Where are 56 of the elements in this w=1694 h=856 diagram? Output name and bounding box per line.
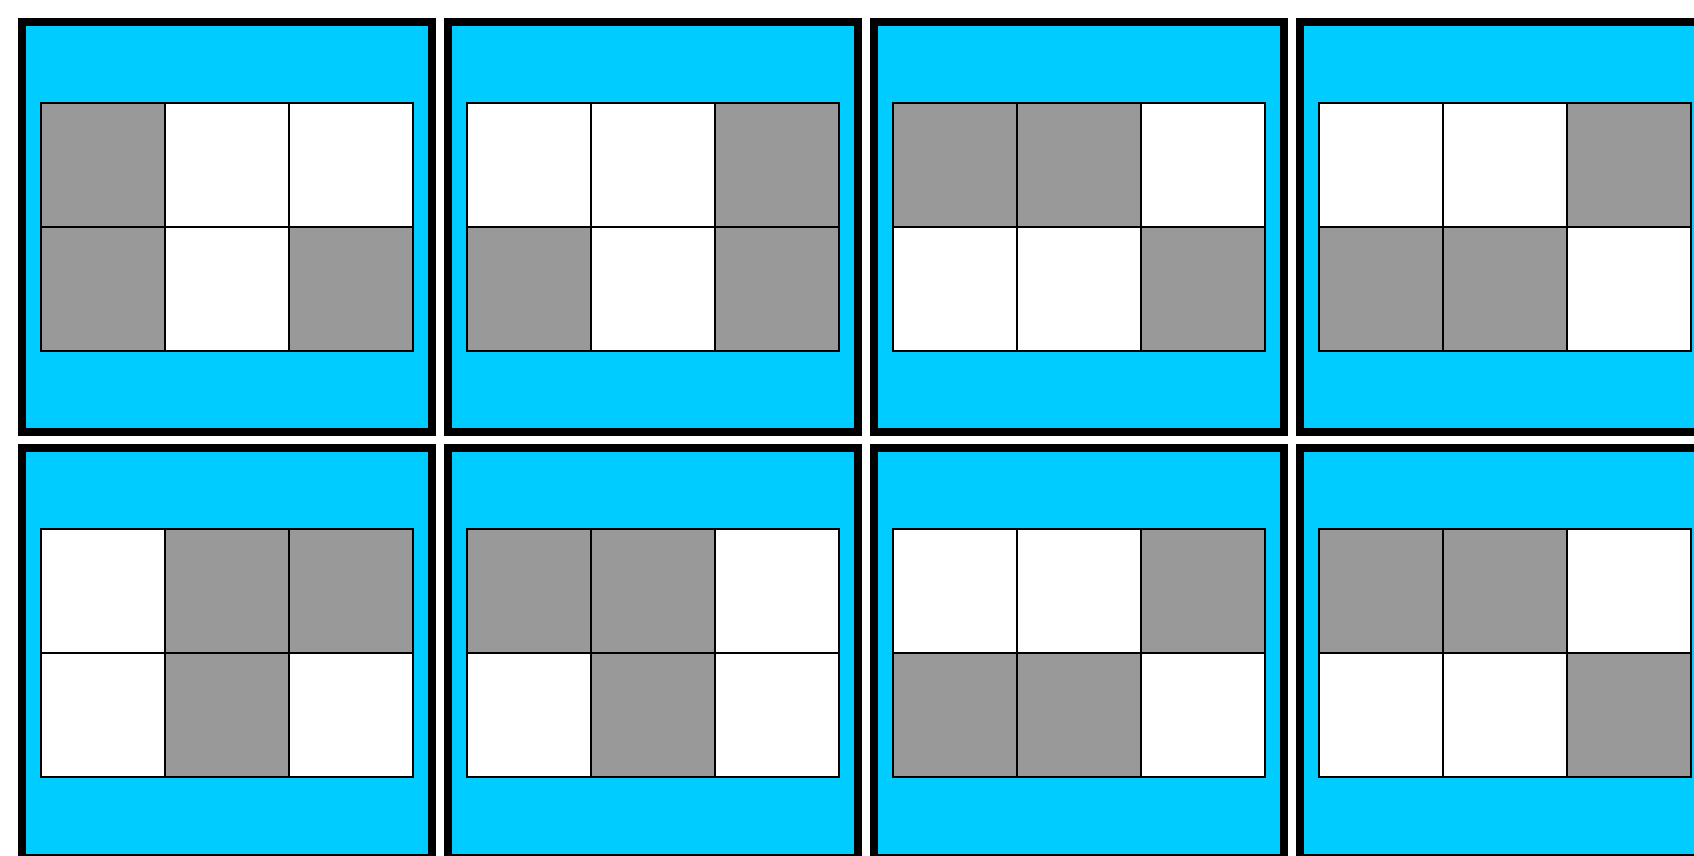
grid-square xyxy=(590,652,716,778)
grid-square xyxy=(590,528,716,654)
grid-square xyxy=(714,652,840,778)
grid-square xyxy=(1318,528,1444,654)
tile-card xyxy=(870,18,1288,436)
grid-square xyxy=(40,652,166,778)
tile-card xyxy=(18,18,436,436)
grid-square xyxy=(1016,652,1142,778)
grid-square xyxy=(1016,226,1142,352)
grid-square xyxy=(1318,102,1444,228)
grid-square xyxy=(1140,226,1266,352)
grid-square xyxy=(164,102,290,228)
grid-square xyxy=(1442,528,1568,654)
grid-square xyxy=(466,102,592,228)
grid-square xyxy=(590,226,716,352)
grid-square xyxy=(40,528,166,654)
grid-square xyxy=(1140,528,1266,654)
grid-square xyxy=(1318,652,1444,778)
grid-square xyxy=(288,226,414,352)
grid-square xyxy=(1016,528,1142,654)
grid-square xyxy=(714,102,840,228)
grid-square xyxy=(466,226,592,352)
grid-square xyxy=(1318,226,1444,352)
grid-square xyxy=(164,528,290,654)
grid-square xyxy=(288,652,414,778)
grid-square xyxy=(466,652,592,778)
grid-square xyxy=(892,226,1018,352)
grid-square xyxy=(714,528,840,654)
grid-square xyxy=(164,652,290,778)
grid-square xyxy=(1566,652,1692,778)
grid-square xyxy=(1016,102,1142,228)
tile-card xyxy=(444,444,862,856)
grid-square xyxy=(892,102,1018,228)
grid-square xyxy=(1140,652,1266,778)
tile-card xyxy=(1296,444,1694,856)
grid-square xyxy=(288,102,414,228)
grid-square xyxy=(1566,226,1692,352)
grid-square xyxy=(164,226,290,352)
grid-square xyxy=(590,102,716,228)
grid-square xyxy=(40,102,166,228)
grid-square xyxy=(892,652,1018,778)
grid-square xyxy=(1140,102,1266,228)
grid-square xyxy=(1442,102,1568,228)
tile-card xyxy=(1296,18,1694,436)
grid-square xyxy=(466,528,592,654)
grid-square xyxy=(1566,102,1692,228)
grid-square xyxy=(714,226,840,352)
grid-square xyxy=(1566,528,1692,654)
grid-square xyxy=(1442,652,1568,778)
grid-square xyxy=(1442,226,1568,352)
tile-card xyxy=(444,18,862,436)
grid-square xyxy=(40,226,166,352)
tile-card xyxy=(18,444,436,856)
grid-square xyxy=(288,528,414,654)
tile-card xyxy=(870,444,1288,856)
grid-square xyxy=(892,528,1018,654)
